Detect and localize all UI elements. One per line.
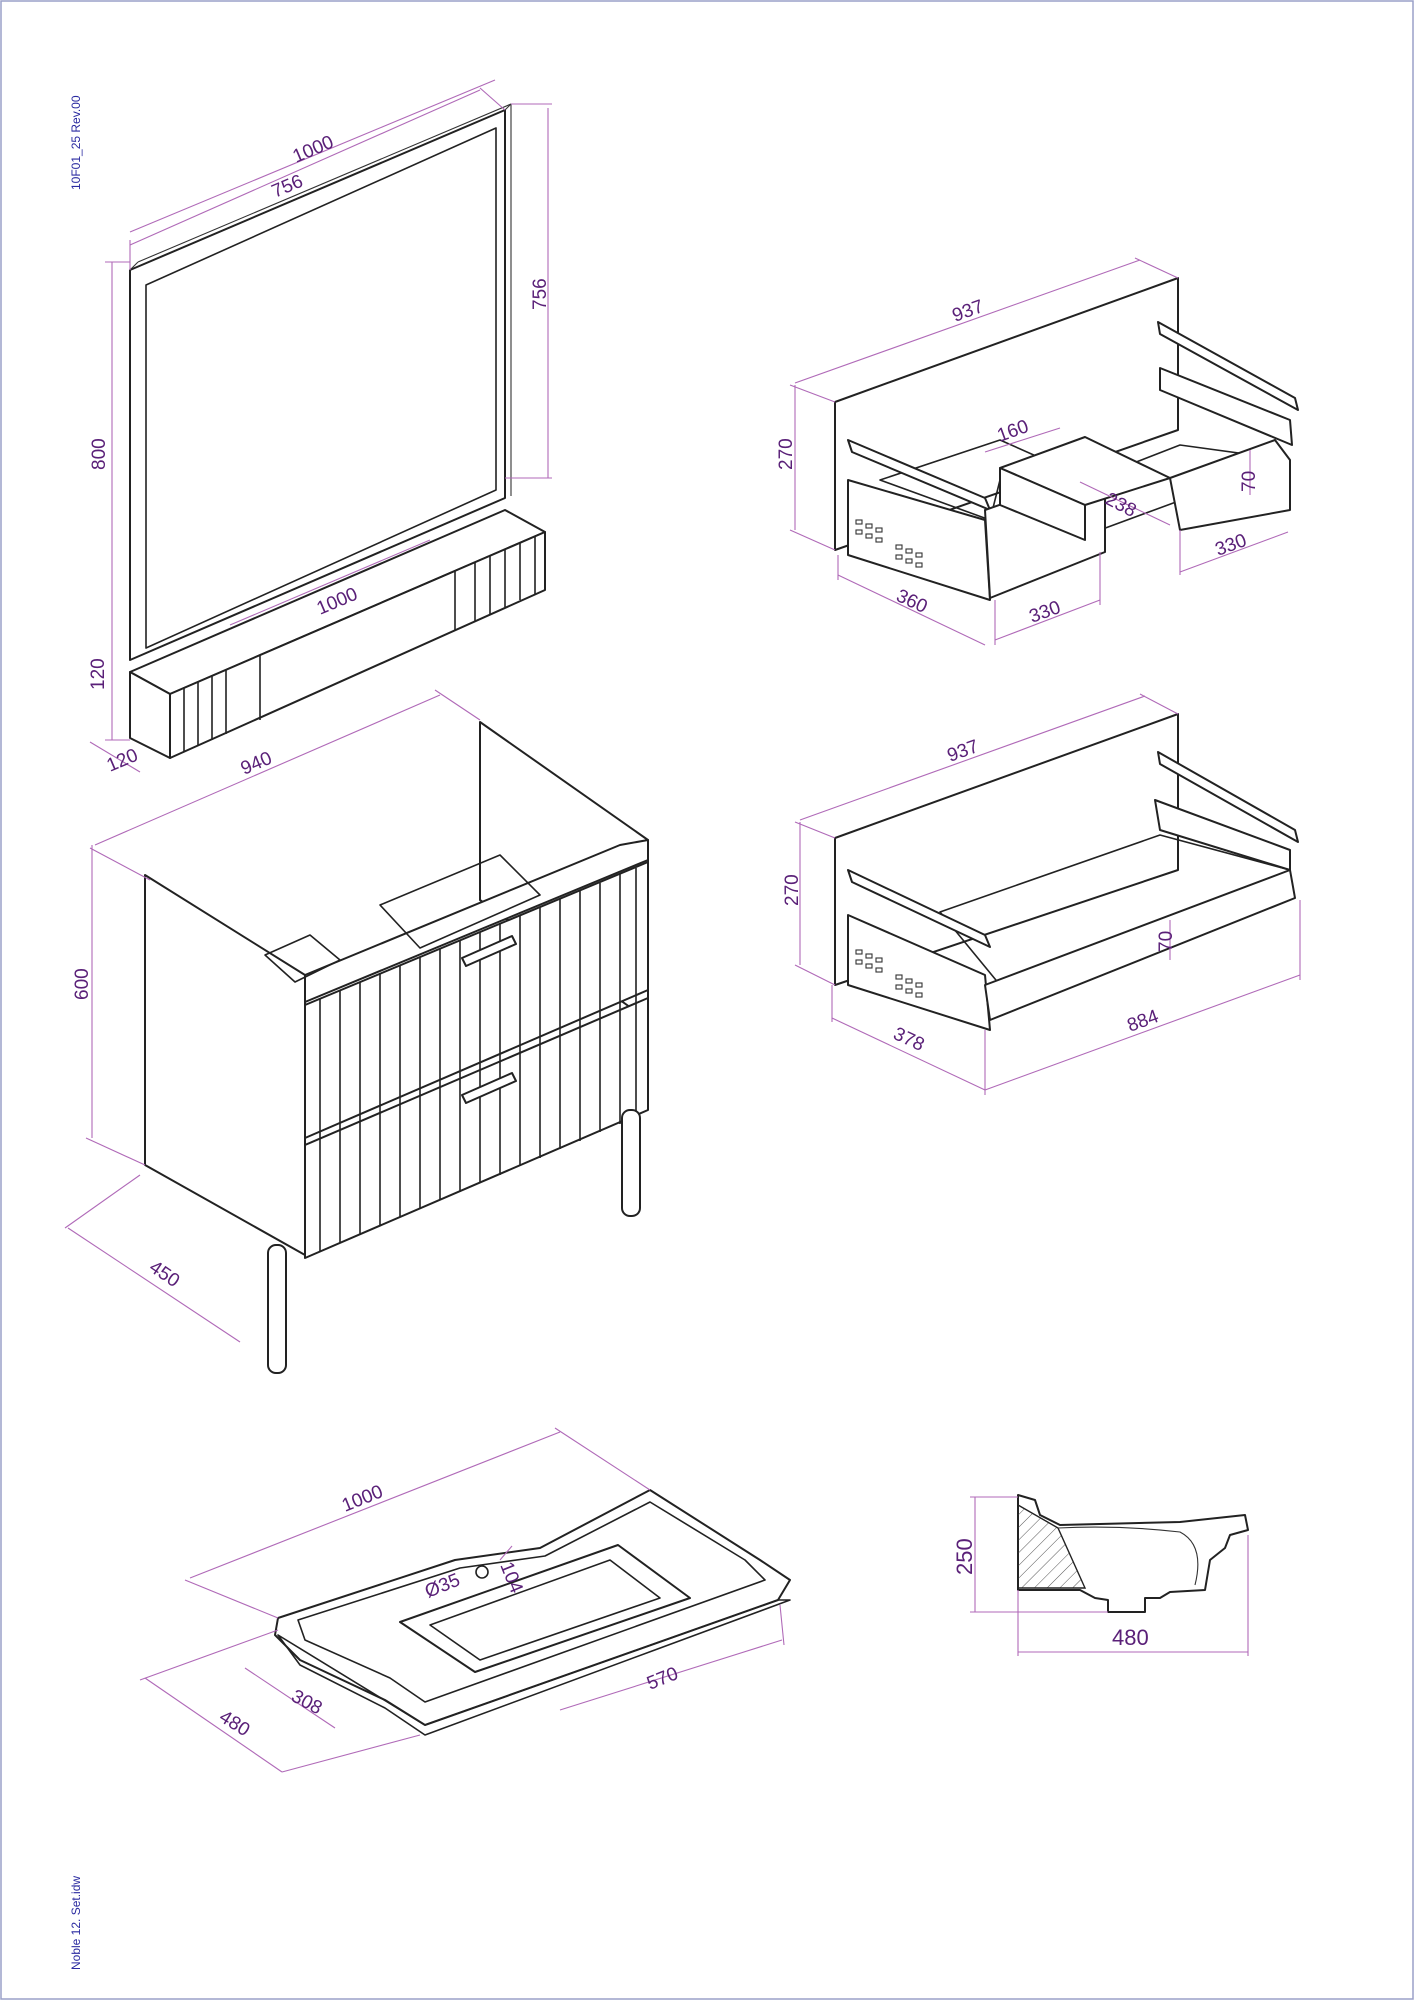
drawer-full-height-label: 270 — [782, 874, 803, 906]
drawer-notched-front-panel — [834, 277, 1179, 551]
cabinet-side-panel — [144, 874, 306, 1256]
cabinet-view: 940 600 450 — [64, 689, 649, 1374]
drawing-filename: Noble 12. Set.idw — [69, 1876, 83, 1970]
mirror-shelf-depth-label: 120 — [104, 745, 141, 777]
drawer-notched-vents — [855, 519, 923, 568]
drawer-full-vents — [855, 949, 923, 998]
basin-deck — [297, 1501, 766, 1703]
basin-bowl-width-label: 570 — [644, 1663, 681, 1694]
mirror-glass — [145, 127, 497, 649]
basin-width-label: 1000 — [339, 1481, 386, 1516]
basin-lower-edge — [277, 1599, 791, 1736]
drawer-notched-right-rail — [1157, 321, 1299, 411]
drawer-full-front — [984, 869, 1296, 1021]
cabinet-width-label: 940 — [238, 748, 275, 780]
lower-drawer-handle — [461, 1072, 517, 1104]
drawer-notched-height-label: 270 — [776, 438, 797, 470]
basin-section-view: 250 480 — [952, 1494, 1249, 1656]
drawer-notched-left-width-label: 330 — [1027, 597, 1064, 628]
basin-section-hatch — [1017, 1503, 1087, 1589]
cabinet-lower-drawer — [304, 997, 649, 1259]
cabinet-leg-front-right — [621, 1109, 641, 1217]
cabinet-height-label: 600 — [72, 968, 93, 1000]
mirror-total-height-label: 800 — [89, 438, 110, 470]
drawer-notched-side-height-label: 70 — [1239, 471, 1260, 492]
drawer-full-depth-label: 378 — [890, 1023, 928, 1055]
drawer-notched-right-side — [1169, 439, 1291, 531]
basin-section-depth-label: 480 — [1112, 1625, 1149, 1650]
basin-bowl — [399, 1544, 691, 1673]
mirror-view: 756 1000 756 800 120 120 1000 — [88, 79, 552, 777]
drawer-full-front-panel — [834, 713, 1179, 986]
drawer-full-left-side — [847, 914, 991, 1031]
basin-view: 1000 Ø35 104 570 308 480 — [139, 1427, 791, 1773]
mirror-overall-width-label: 1000 — [290, 132, 337, 168]
cabinet-door-grooves — [319, 868, 637, 1252]
drawer-full-view: 937 270 70 378 884 — [782, 693, 1301, 1095]
drawer-full-back — [1154, 799, 1291, 871]
mirror-frame — [129, 109, 506, 661]
drawer-notched-left-side — [847, 479, 991, 601]
drawer-notched-view: 937 270 160 238 70 330 330 360 — [776, 257, 1299, 646]
drawer-notched-width-label: 937 — [950, 296, 987, 327]
cabinet-leg-front-left — [267, 1244, 287, 1374]
drawing-code: 10F01_25 Rev.00 — [69, 95, 83, 190]
cabinet-top-rail — [304, 839, 649, 1003]
basin-section-height-label: 250 — [952, 1538, 977, 1575]
cabinet-interior-drawer — [379, 854, 541, 949]
drawer-full-side-height-label: 70 — [1156, 931, 1177, 952]
mirror-shelf-grooves — [183, 537, 536, 752]
drawer-full-width-label: 937 — [945, 736, 982, 767]
drawer-full-left-rail — [847, 869, 991, 948]
cabinet-depth-label: 450 — [145, 1257, 183, 1292]
mirror-shelf-height-label: 120 — [88, 658, 109, 690]
mirror-shelf-side — [129, 671, 171, 759]
basin-bowl-depth-label: 308 — [288, 1686, 326, 1719]
basin-depth-label: 480 — [215, 1706, 253, 1741]
cabinet-upper-drawer — [304, 861, 649, 1139]
mirror-height-label: 756 — [530, 278, 551, 310]
basin-tap-hole — [475, 1565, 489, 1579]
drawer-full-right-rail — [1157, 751, 1299, 843]
drawer-full-inner-width-label: 884 — [1125, 1006, 1162, 1037]
upper-drawer-handle — [461, 935, 517, 967]
drawer-notched-depth-label: 360 — [893, 585, 931, 617]
drawer-notched-right-width-label: 330 — [1213, 530, 1250, 561]
